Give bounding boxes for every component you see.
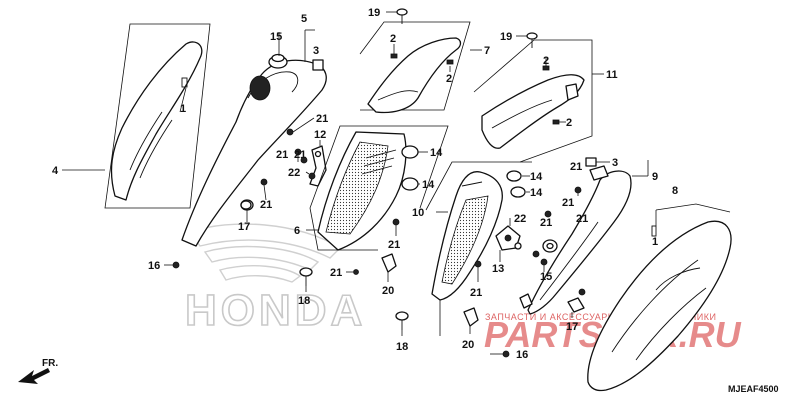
callout-18: 18 [298, 295, 310, 307]
callout-3: 3 [612, 157, 618, 169]
callout-20: 20 [382, 285, 394, 297]
part-12-bracket [294, 140, 327, 187]
callout-21: 21 [276, 149, 288, 161]
callout-17: 17 [238, 221, 250, 233]
callout-21: 21 [330, 267, 342, 279]
callout-21: 21 [294, 149, 306, 161]
callout-5: 5 [301, 13, 307, 25]
front-direction-label: FR. [42, 358, 58, 369]
callout-16: 16 [148, 260, 160, 272]
callout-3: 3 [313, 45, 319, 57]
callout-10: 10 [412, 207, 424, 219]
diagram-code: MJEAF4500 [728, 384, 779, 394]
callout-14: 14 [430, 147, 443, 159]
callout-21: 21 [388, 239, 400, 251]
part-18-rivet [299, 267, 409, 336]
part-5-upper-panel [181, 29, 327, 247]
callout-labels: 1 1 2 2 2 2 3 3 4 5 6 7 8 9 10 11 12 13 … [52, 7, 678, 361]
callout-14: 14 [530, 171, 543, 183]
callout-7: 7 [484, 45, 490, 57]
callout-17: 17 [566, 321, 578, 333]
callout-21: 21 [540, 217, 552, 229]
callout-11: 11 [606, 69, 618, 81]
callout-12: 12 [314, 129, 326, 141]
part-17-grommet [164, 200, 252, 269]
partsfor-caption-watermark: ЗАПЧАСТИ И АКСЕССУАРЫ ДЛЯ МОТОТЕХНИКИ [485, 312, 716, 322]
callout-8: 8 [672, 185, 678, 197]
callout-19: 19 [368, 7, 380, 19]
callout-2: 2 [543, 55, 549, 67]
callout-16: 16 [516, 349, 528, 361]
honda-wing-watermark [188, 223, 342, 283]
callout-2: 2 [446, 73, 452, 85]
front-direction-arrow [18, 368, 50, 384]
callout-22: 22 [514, 213, 526, 225]
callout-2: 2 [390, 33, 396, 45]
part-11-upper-cover [473, 32, 604, 163]
part-13-bracket [495, 218, 522, 262]
callout-21: 21 [470, 287, 482, 299]
callout-1: 1 [180, 103, 186, 115]
part-17-bushing [567, 297, 585, 318]
honda-logo-watermark: HONDA [185, 286, 366, 335]
callout-6: 6 [294, 225, 300, 237]
callout-14: 14 [422, 179, 435, 191]
callout-1: 1 [652, 236, 658, 248]
callout-4: 4 [52, 165, 59, 177]
callout-14: 14 [530, 187, 543, 199]
callout-21: 21 [316, 113, 328, 125]
callout-13: 13 [492, 263, 504, 275]
callout-21: 21 [562, 197, 574, 209]
part-6-inner-panel [306, 125, 449, 282]
part-9-lower-panel [519, 157, 649, 315]
callout-22: 22 [288, 167, 300, 179]
callout-18: 18 [396, 341, 408, 353]
callout-15: 15 [270, 31, 282, 43]
callout-19: 19 [500, 31, 512, 43]
callout-20: 20 [462, 339, 474, 351]
callout-21: 21 [570, 161, 582, 173]
callout-21: 21 [576, 213, 588, 225]
callout-2: 2 [566, 117, 572, 129]
callout-9: 9 [652, 171, 658, 183]
part-8-rear-cover [490, 203, 732, 392]
callout-15: 15 [540, 271, 552, 283]
callout-21: 21 [260, 199, 272, 211]
part-4-side-cover [62, 23, 211, 209]
part-7-top-cover [359, 8, 482, 114]
part-10-center-panel [425, 161, 532, 336]
